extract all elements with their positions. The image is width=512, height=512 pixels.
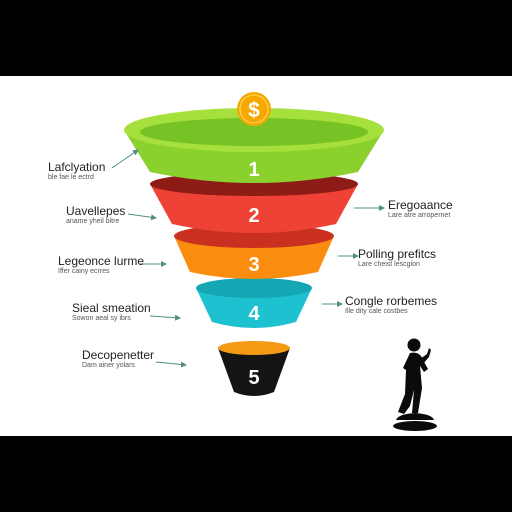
label-left-2-subtitle: aname yheil bitre xyxy=(66,218,120,225)
arrow-left-1 xyxy=(111,149,139,169)
label-left-5-subtitle: Dam ainer yolars xyxy=(82,362,135,369)
label-right-2-subtitle: Lare cheist lescgion xyxy=(358,261,420,268)
label-right-3-title: Congle rorbemes xyxy=(345,294,438,308)
label-left-1-title: Lafclyation xyxy=(48,160,106,174)
label-left-4: Sieal smeation Sowon aeal sy ibrs xyxy=(72,301,151,322)
label-left-3: Legeonce lurme Iffer cainy ecrres xyxy=(58,254,144,275)
label-left-5-title: Decopenetter xyxy=(82,348,155,362)
arrow-left-5 xyxy=(155,361,187,368)
label-right-3-subtitle: Ille dity cale costbes xyxy=(345,308,408,315)
label-left-2: Uavellepes aname yheil bitre xyxy=(66,204,125,225)
funnel-stage-1: 1 xyxy=(124,108,384,183)
funnel-stage-5: 5 xyxy=(218,341,290,396)
label-left-1: Lafclyation ble fae le ectrd xyxy=(48,160,105,181)
label-left-3-title: Legeonce lurme xyxy=(58,254,145,268)
stage-number-2: 2 xyxy=(248,205,259,227)
arrow-left-2 xyxy=(127,213,157,221)
label-right-1-subtitle: Lare atre arropernet xyxy=(388,212,451,219)
stage-number-1: 1 xyxy=(248,159,259,181)
label-right-2-title: Polling prefitcs xyxy=(358,247,437,261)
stage-number-3: 3 xyxy=(248,254,259,276)
canvas: 5 4 3 2 1 $ xyxy=(0,76,512,436)
label-left-4-subtitle: Sowon aeal sy ibrs xyxy=(72,315,131,322)
arrow-left-4 xyxy=(149,314,181,321)
funnel-stage-4: 4 xyxy=(196,278,312,328)
label-right-1: Eregoaance Lare atre arropernet xyxy=(388,198,453,219)
label-left-3-subtitle: Iffer cainy ecrres xyxy=(58,268,110,275)
person-silhouette-icon xyxy=(393,338,437,431)
label-left-2-title: Uavellepes xyxy=(66,204,126,218)
stage-number-4: 4 xyxy=(248,303,260,325)
dollar-coin-icon: $ xyxy=(237,92,271,126)
label-right-1-title: Eregoaance xyxy=(388,198,453,212)
funnel-diagram: 5 4 3 2 1 $ xyxy=(111,92,437,431)
label-left-1-subtitle: ble fae le ectrd xyxy=(48,174,94,181)
label-left-4-title: Sieal smeation xyxy=(72,301,151,315)
label-right-2: Polling prefitcs Lare cheist lescgion xyxy=(358,247,436,268)
label-right-3: Congle rorbemes Ille dity cale costbes xyxy=(345,294,437,315)
stage-number-5: 5 xyxy=(248,367,259,389)
svg-text:$: $ xyxy=(248,99,260,122)
label-left-5: Decopenetter Dam ainer yolars xyxy=(82,348,154,369)
